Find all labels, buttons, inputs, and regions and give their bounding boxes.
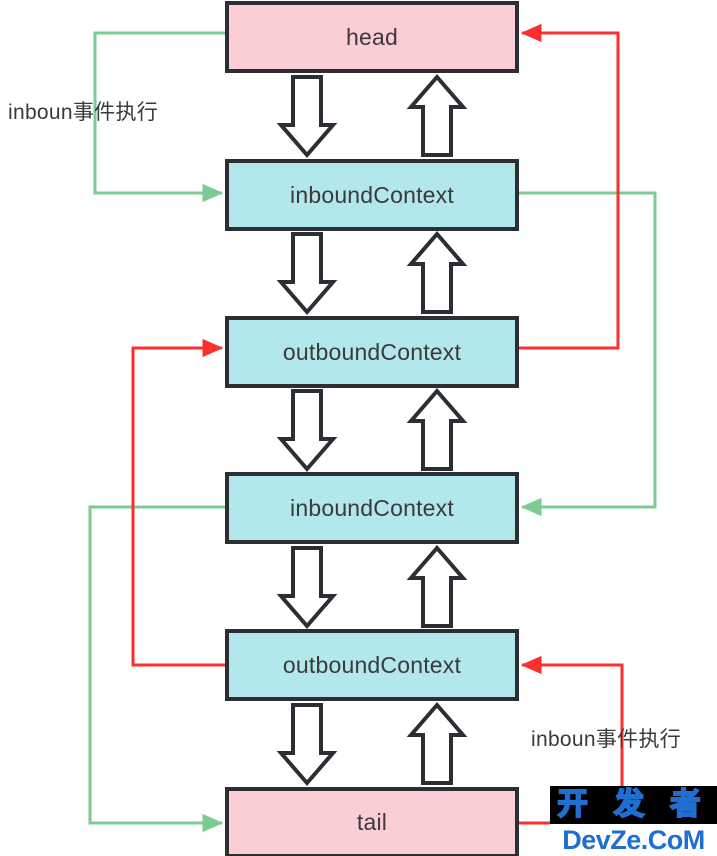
edge-green-head-to-inbound1	[93, 31, 227, 203]
block-arrow-up-3	[406, 387, 468, 471]
block-arrow-down-2	[276, 232, 338, 316]
block-arrow-up-2	[406, 230, 468, 314]
node-inbound2[interactable]	[225, 472, 519, 544]
nodes-layer	[225, 1, 519, 856]
block-arrow-down-3	[276, 389, 338, 473]
block-arrow-up-4	[406, 544, 468, 628]
edges-layer	[88, 23, 657, 833]
edge-red-outbound2-to-outbound1	[131, 338, 227, 667]
edge-green-inbound1-to-inbound2	[517, 191, 657, 517]
edge-red-outbound1-to-head	[517, 23, 620, 350]
block-arrow-down-5	[276, 703, 338, 787]
node-tail[interactable]	[225, 787, 519, 856]
node-head[interactable]	[225, 1, 519, 73]
block-arrow-down-4	[276, 546, 338, 630]
block-arrow-down-1	[276, 75, 338, 159]
node-outbound2[interactable]	[225, 629, 519, 701]
node-outbound1[interactable]	[225, 316, 519, 388]
node-inbound1[interactable]	[225, 159, 519, 231]
label-inbound-bottom: inboun事件执行	[531, 728, 682, 751]
edge-green-inbound2-to-tail	[88, 505, 227, 833]
label-inbound-top: inboun事件执行	[8, 101, 159, 124]
block-arrow-up-1	[406, 73, 468, 157]
block-arrows-layer	[276, 73, 468, 787]
block-arrow-up-5	[406, 701, 468, 785]
